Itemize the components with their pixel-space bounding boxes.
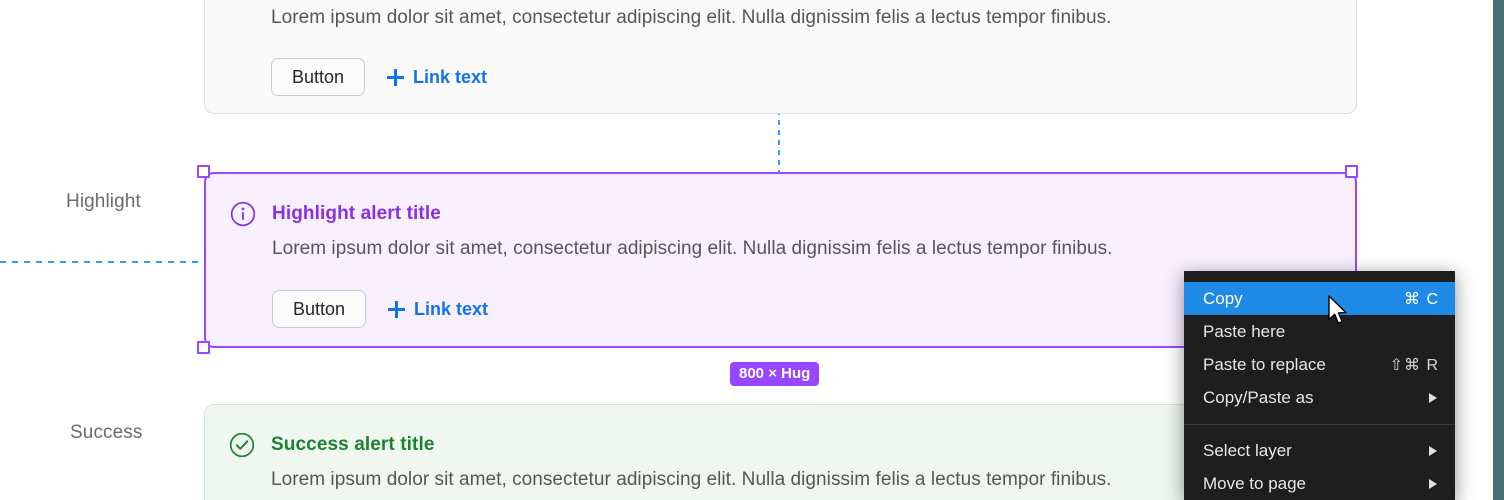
horizontal-alignment-guide [0, 261, 204, 263]
alert-link-label-neutral: Link text [413, 66, 488, 87]
row-label-success: Success [70, 422, 143, 443]
selection-handle-top-right[interactable] [1345, 165, 1358, 178]
menu-item-paste-to-replace[interactable]: Paste to replace ⇧⌘ R [1184, 348, 1455, 381]
alert-card-neutral[interactable]: Lorem ipsum dolor sit amet, consectetur … [204, 0, 1357, 114]
alert-body-neutral: Lorem ipsum dolor sit amet, consectetur … [271, 7, 1112, 28]
menu-item-label: Copy/Paste as [1203, 387, 1314, 407]
menu-item-label: Paste to replace [1203, 354, 1326, 374]
size-badge: 800 × Hug [730, 362, 820, 386]
menu-item-move-to-page[interactable]: Move to page [1184, 467, 1455, 500]
alert-card-highlight[interactable]: Highlight alert title Lorem ipsum dolor … [204, 172, 1357, 348]
menu-item-select-layer[interactable]: Select layer [1184, 434, 1455, 467]
menu-item-label: Select layer [1203, 440, 1292, 460]
menu-item-label: Paste here [1203, 321, 1286, 341]
alert-link-label-highlight: Link text [414, 298, 489, 319]
plus-icon [387, 68, 404, 86]
window-edge-strip [1493, 0, 1504, 500]
alert-button-highlight[interactable]: Button [272, 290, 366, 328]
menu-separator [1184, 424, 1455, 425]
menu-item-label: Move to page [1203, 473, 1307, 493]
menu-item-label: Copy [1203, 288, 1243, 308]
alert-actions-highlight: Button Link text [272, 290, 488, 328]
chevron-right-icon [1429, 478, 1437, 489]
alert-body-highlight: Lorem ipsum dolor sit amet, consectetur … [272, 238, 1113, 259]
menu-item-shortcut: ⇧⌘ R [1389, 356, 1439, 374]
chevron-right-icon [1429, 445, 1437, 456]
plus-icon [388, 300, 405, 318]
menu-item-shortcut: ⌘ C [1404, 290, 1439, 308]
alert-link-neutral[interactable]: Link text [387, 67, 487, 88]
menu-item-copy[interactable]: Copy ⌘ C [1184, 282, 1455, 315]
alert-title-highlight: Highlight alert title [272, 203, 441, 224]
alert-actions-neutral: Button Link text [271, 58, 487, 96]
alert-body-success: Lorem ipsum dolor sit amet, consectetur … [271, 469, 1112, 490]
menu-item-paste-here[interactable]: Paste here [1184, 315, 1455, 348]
selection-handle-bottom-left[interactable] [197, 341, 210, 354]
selection-handle-top-left[interactable] [197, 165, 210, 178]
alert-title-success: Success alert title [271, 434, 435, 455]
chevron-right-icon [1429, 392, 1437, 403]
check-circle-icon [229, 432, 255, 458]
alert-card-success[interactable]: Success alert title Lorem ipsum dolor si… [204, 404, 1357, 500]
info-circle-icon [230, 201, 256, 227]
alert-link-highlight[interactable]: Link text [388, 299, 488, 320]
alert-button-neutral[interactable]: Button [271, 58, 365, 96]
row-label-highlight: Highlight [66, 191, 141, 212]
menu-item-copy-paste-as[interactable]: Copy/Paste as [1184, 381, 1455, 414]
